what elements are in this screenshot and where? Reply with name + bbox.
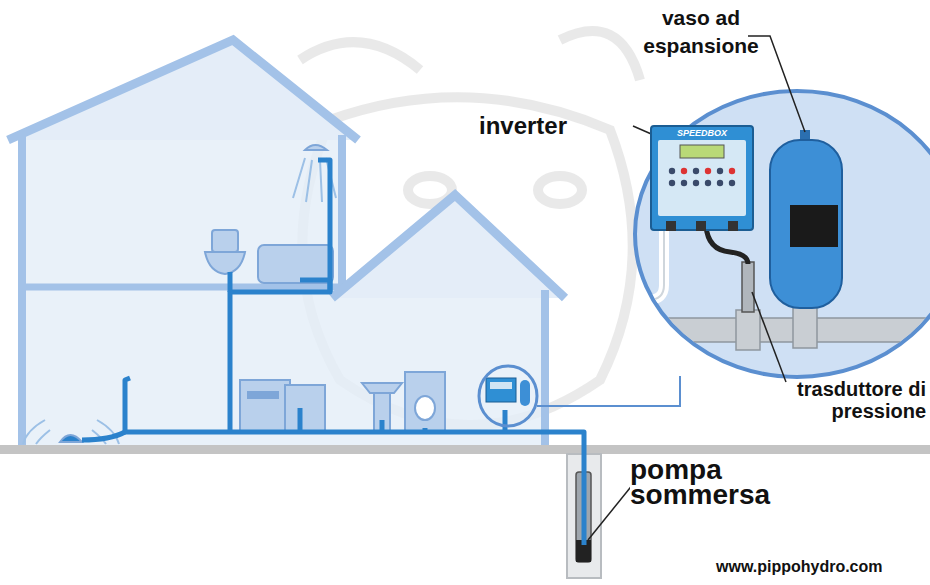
fixtures <box>60 145 445 442</box>
ground <box>0 445 930 454</box>
callout-label: pompa sommersa <box>630 457 790 507</box>
callout-label: inverter <box>479 112 567 140</box>
device-brand: SPEEDBOX <box>650 128 754 138</box>
water-pipe <box>82 160 584 545</box>
zoom-circle <box>479 366 537 426</box>
zoom-group: inverterSPEEDBOX <box>632 88 930 380</box>
water-spray <box>23 158 336 444</box>
small-inverter <box>486 378 516 402</box>
house-outline <box>8 40 565 447</box>
small-screen <box>490 382 512 389</box>
website-url: www.pippohydro.com <box>716 557 926 577</box>
callout-label: vaso ad espansione <box>640 4 762 60</box>
small-tank <box>520 380 530 406</box>
inverter-box: SPEEDBOX <box>650 125 754 231</box>
callout-label: trasduttore di pressione <box>776 378 926 422</box>
zoom-line <box>537 376 680 406</box>
inverter-device <box>650 125 754 231</box>
